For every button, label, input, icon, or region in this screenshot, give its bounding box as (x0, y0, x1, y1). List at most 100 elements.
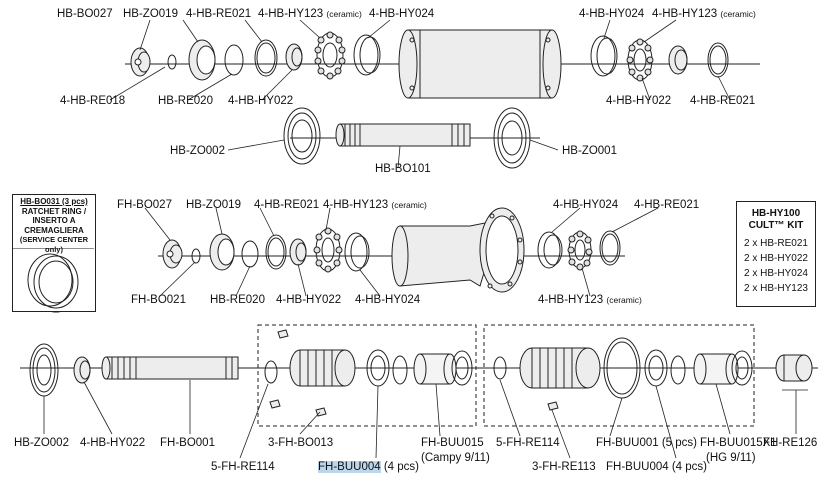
top-freehub-nut (130, 47, 151, 77)
fh-re126-nut (775, 354, 813, 382)
mid-bo021-ring (191, 248, 201, 264)
label-fh-bo001: FH-BO001 (160, 437, 215, 449)
mid-re021-b (599, 230, 621, 266)
mid-zo019-ring (209, 233, 235, 271)
campy-ring (392, 355, 408, 385)
label-mid-hb-hy022: 4-HB-HY022 (276, 294, 342, 306)
mid-bearing-b (567, 230, 593, 271)
label-hb-hy123-b: 4-HB-HY123 (ceramic) (652, 8, 756, 20)
label-hb-hy022-b: 4-HB-HY022 (606, 95, 672, 107)
hg-bearing (731, 350, 753, 386)
label-fh-bo027: FH-BO027 (117, 199, 172, 211)
label-fh-re126: FH-RE126 (763, 437, 818, 449)
ratchet-box-line2: INSERTO A (32, 216, 76, 225)
ratchet-box-line3: CREMAGLIERA (24, 225, 84, 235)
hg-pawls (547, 401, 559, 411)
label-mid-hb-re021-b: 4-HB-RE021 (634, 199, 700, 211)
hg-ring (670, 355, 686, 385)
label-bot-hb-zo002: HB-ZO002 (14, 437, 69, 449)
kit-item: 2 x HB-HY123 (744, 283, 808, 294)
campy-freehub (289, 349, 356, 387)
cult-kit-box: HB-HY100 CULT™ KIT 2 x HB-RE021 2 x HB-H… (736, 201, 816, 307)
kit-title-2: CULT™ KIT (748, 220, 804, 231)
campy-re114 (264, 360, 278, 384)
hg-buu015x1 (693, 353, 739, 385)
campy-bearing (451, 350, 473, 386)
top-re018-ring (167, 54, 177, 70)
hb-bo101-axle (335, 123, 471, 147)
bot-zo002-ring (29, 343, 59, 397)
label-hb-zo001: HB-ZO001 (562, 145, 617, 157)
kit-item: 2 x HB-HY022 (744, 253, 808, 264)
label-hb-hy123-a: 4-HB-HY123 (ceramic) (258, 8, 362, 20)
hg-freehub (519, 347, 601, 389)
top-bearing-a (314, 31, 346, 80)
label-hb-hy022-a: 4-HB-HY022 (228, 95, 294, 107)
label-mid-hb-re021-a: 4-HB-RE021 (254, 199, 320, 211)
mid-re020 (241, 240, 259, 268)
hg-re114 (493, 356, 507, 380)
label-hb-re020: HB-RE020 (158, 95, 213, 107)
mid-bearing-a (313, 227, 343, 273)
mid-hy024-b (537, 231, 563, 269)
label-fh-buu004-a: FH-BUU004 (4 pcs) (318, 461, 419, 473)
top-re021-ring (254, 39, 278, 77)
label-mid-hb-hy024-b: 4-HB-HY024 (355, 294, 421, 306)
highlighted-part-code[interactable]: FH-BUU004 (318, 461, 381, 473)
bot-fh-bo001-axle (101, 356, 239, 380)
label-fh-buu015: FH-BUU015 (421, 437, 484, 449)
ratchet-box-line4: (SERVICE CENTER only) (19, 235, 89, 254)
label-mid-hb-hy123-b: 4-HB-HY123 (ceramic) (538, 294, 642, 306)
label-fh-buu015x1: FH-BUU015X1 (700, 437, 777, 449)
label-fh-re114-b: 5-FH-RE114 (496, 437, 560, 449)
top-bearing-b (626, 38, 654, 82)
label-hb-zo019: HB-ZO019 (123, 8, 178, 20)
ratchet-box-line1: RATCHET RING / (21, 206, 87, 216)
hg-group-box (483, 324, 755, 427)
campy-pawls (269, 329, 327, 417)
top-hy024-a (353, 34, 381, 76)
ratchet-ring-illustration (12, 248, 94, 309)
mid-freehub-nut (162, 239, 183, 269)
label-fh-bo013: 3-FH-BO013 (268, 437, 334, 449)
label-mid-hb-zo019: HB-ZO019 (186, 199, 241, 211)
bot-hy022 (73, 356, 91, 384)
label-hb-re018: 4-HB-RE018 (60, 95, 126, 107)
label-hb-bo101: HB-BO101 (375, 163, 431, 175)
hb-zo002-ring (283, 107, 321, 165)
campy-group-box (257, 324, 477, 427)
mid-hy022 (289, 238, 307, 266)
label-hb-hy024-a: 4-HB-HY024 (369, 8, 435, 20)
mid-hub-body (391, 207, 525, 293)
mid-re021-a (265, 234, 287, 270)
label-fh-bo021: FH-BO021 (131, 294, 186, 306)
top-re021-b (707, 42, 729, 78)
label-bot-hb-hy022: 4-HB-HY022 (80, 437, 146, 449)
label-fh-buu001: FH-BUU001 (5 pcs) (596, 437, 697, 449)
top-zo019-ring (188, 39, 216, 81)
campy-buu015 (413, 353, 457, 385)
ratchet-box-title: HB-BO031 (3 pcs) (20, 197, 88, 206)
top-hy022-a (285, 43, 303, 71)
label-hb-re021-a: 4-HB-RE021 (186, 8, 252, 20)
kit-title-1: HB-HY100 (751, 208, 801, 219)
label-hb-hy024-b: 4-HB-HY024 (579, 8, 645, 20)
label-mid-hb-hy024-a: 4-HB-HY024 (553, 199, 619, 211)
top-hub-body (398, 29, 562, 99)
label-fh-buu004-b: FH-BUU004 (4 pcs) (606, 461, 707, 473)
top-hy024-b (590, 35, 618, 77)
label-mid-hb-re020: HB-RE020 (210, 294, 265, 306)
mid-hy024-a (344, 232, 370, 272)
top-hy022-b (668, 45, 688, 75)
kit-item: 2 x HB-RE021 (744, 238, 808, 249)
ratchet-ring-box: HB-BO031 (3 pcs) RATCHET RING / INSERTO … (12, 194, 96, 312)
top-re020 (224, 44, 244, 76)
hb-zo001-ring (493, 107, 531, 169)
label-mid-hb-hy123-a: 4-HB-HY123 (ceramic) (323, 199, 427, 211)
kit-item: 2 x HB-HY024 (744, 268, 808, 279)
label-fh-re113: 3-FH-RE113 (532, 461, 596, 473)
label-campy: (Campy 9/11) (421, 452, 490, 464)
label-hb-bo027: HB-BO027 (57, 8, 113, 20)
label-hb-zo002: HB-ZO002 (170, 145, 225, 157)
